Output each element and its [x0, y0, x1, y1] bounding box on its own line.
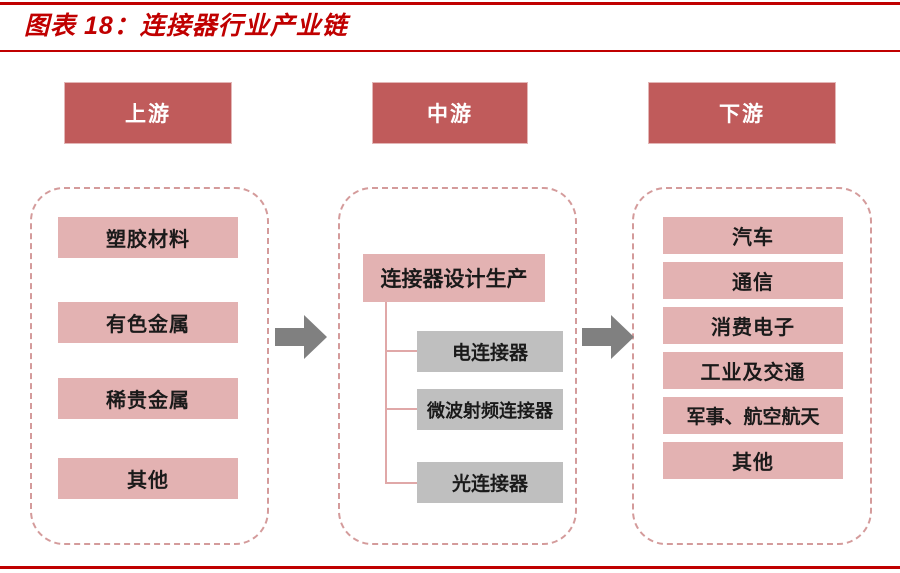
stage-header-midstream: 中游 — [372, 82, 528, 144]
upstream-item-2: 稀贵金属 — [58, 378, 238, 419]
page-title: 图表 18：连接器行业产业链 — [24, 12, 348, 40]
downstream-item-0: 汽车 — [663, 217, 843, 254]
midstream-item-1-label: 微波射频连接器 — [427, 400, 553, 421]
title-underline-rule — [0, 50, 900, 52]
stage-header-upstream-label: 上游 — [125, 103, 171, 126]
panel-upstream — [30, 187, 269, 545]
downstream-item-4: 军事、航空航天 — [663, 397, 843, 434]
downstream-item-3-label: 工业及交通 — [700, 362, 806, 384]
midstream-item-1: 微波射频连接器 — [417, 389, 563, 430]
flow-arrow-right-icon-1 — [275, 315, 327, 359]
midstream-node-design-production: 连接器设计生产 — [363, 254, 545, 302]
upstream-item-3: 其他 — [58, 458, 238, 499]
connector-branch-0 — [385, 350, 418, 352]
stage-header-downstream-label: 下游 — [719, 103, 765, 126]
midstream-item-2-label: 光连接器 — [451, 474, 528, 495]
upstream-item-3-label: 其他 — [127, 470, 169, 492]
upstream-item-2-label: 稀贵金属 — [106, 390, 190, 412]
upstream-item-0-label: 塑胶材料 — [106, 229, 190, 251]
downstream-item-2: 消费电子 — [663, 307, 843, 344]
connector-branch-1 — [385, 408, 418, 410]
top-rule — [0, 2, 900, 5]
panel-downstream — [632, 187, 872, 545]
midstream-item-2: 光连接器 — [417, 462, 563, 503]
connector-branch-2 — [385, 482, 418, 484]
flow-arrow-right-icon-2 — [582, 315, 634, 359]
stage-header-midstream-label: 中游 — [427, 103, 473, 126]
stage-header-downstream: 下游 — [648, 82, 836, 144]
midstream-node-label: 连接器设计生产 — [380, 268, 528, 291]
upstream-item-1: 有色金属 — [58, 302, 238, 343]
downstream-item-3: 工业及交通 — [663, 352, 843, 389]
downstream-item-0-label: 汽车 — [732, 227, 774, 249]
downstream-item-1-label: 通信 — [732, 272, 774, 294]
downstream-item-5-label: 其他 — [732, 452, 774, 474]
midstream-item-0-label: 电连接器 — [451, 343, 528, 364]
stage-header-upstream: 上游 — [64, 82, 232, 144]
downstream-item-5: 其他 — [663, 442, 843, 479]
bottom-rule — [0, 566, 900, 569]
panel-midstream — [338, 187, 577, 545]
connector-trunk — [385, 302, 387, 484]
midstream-item-0: 电连接器 — [417, 331, 563, 372]
upstream-item-1-label: 有色金属 — [106, 314, 190, 336]
upstream-item-0: 塑胶材料 — [58, 217, 238, 258]
downstream-item-1: 通信 — [663, 262, 843, 299]
downstream-item-2-label: 消费电子 — [711, 317, 795, 339]
downstream-item-4-label: 军事、航空航天 — [686, 407, 820, 428]
